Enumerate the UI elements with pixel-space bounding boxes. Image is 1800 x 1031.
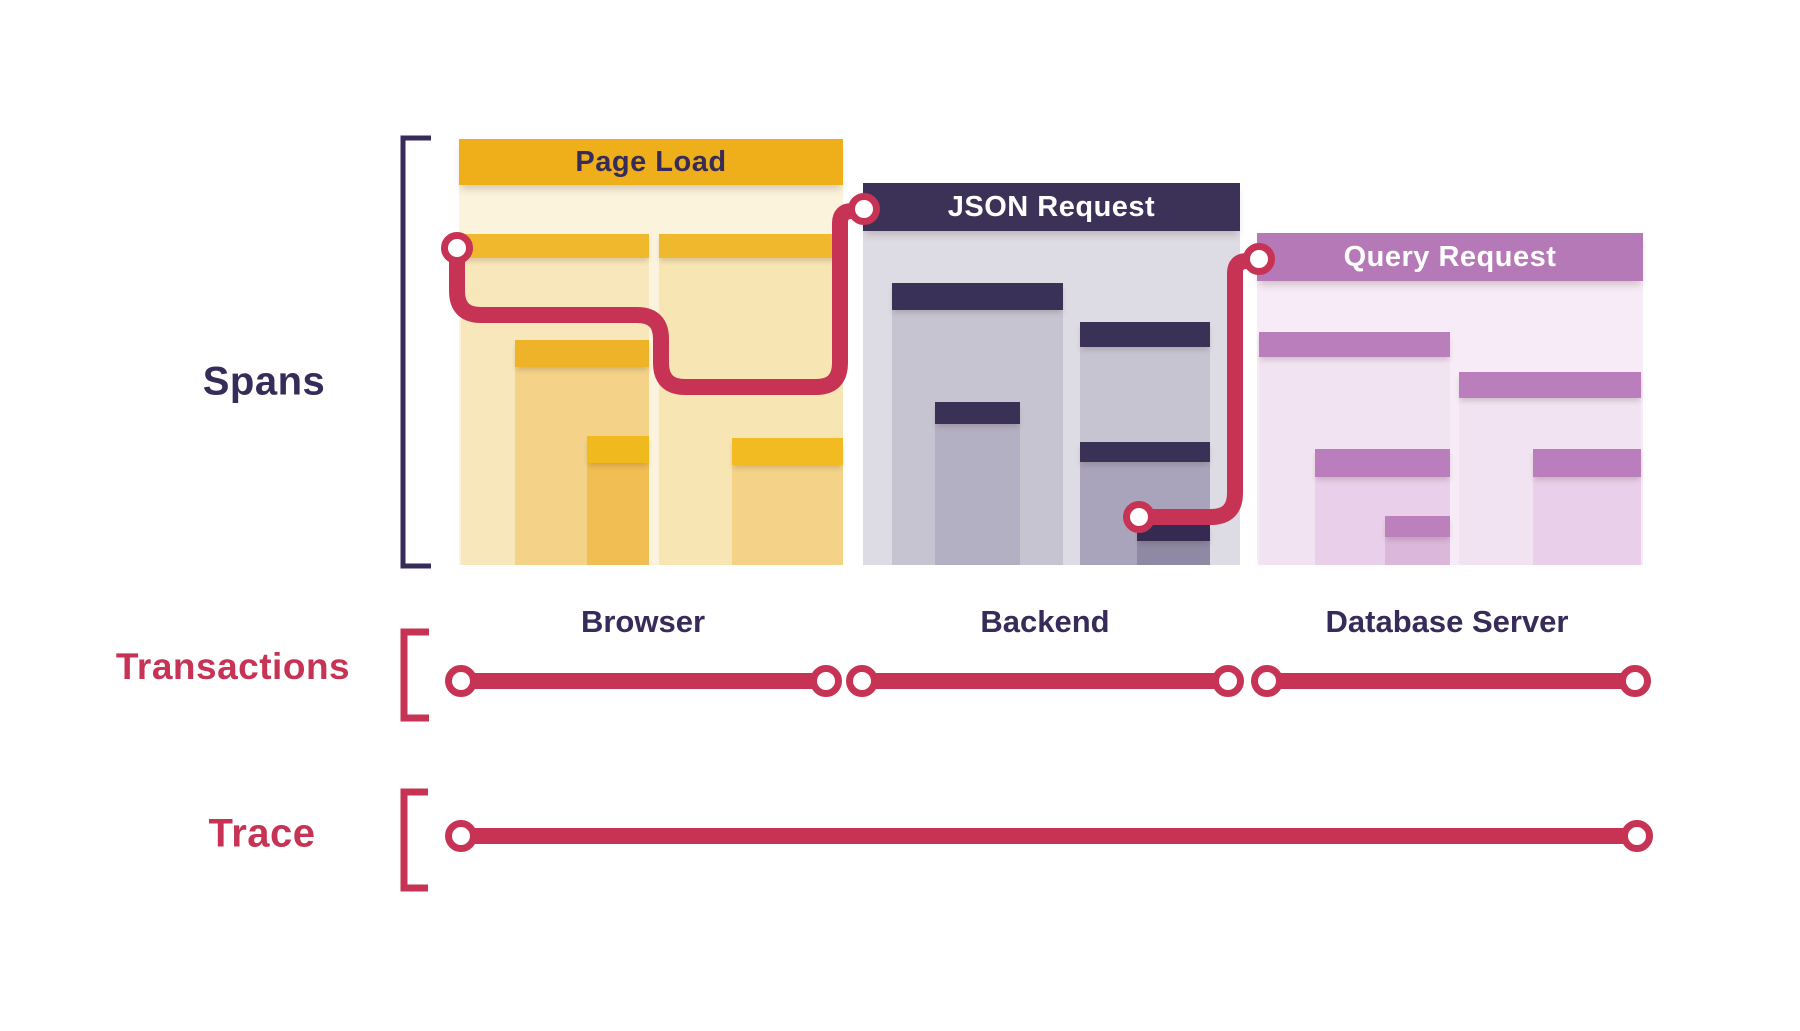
span-header: [515, 340, 649, 367]
span-bar-database-server-5: [1533, 449, 1641, 565]
trace-label: Trace: [208, 811, 316, 856]
service-label-browser: Browser: [580, 604, 706, 639]
span-body: [1533, 477, 1641, 565]
transaction-start-node-database-server: [1251, 665, 1283, 697]
span-header: [1533, 449, 1641, 477]
transaction-start-node-backend: [846, 665, 878, 697]
panel-header-page-load: Page Load: [459, 139, 843, 185]
panel-header-json-request: JSON Request: [863, 183, 1240, 231]
panel-query-request: Query Request: [1257, 233, 1643, 565]
span-bar-database-server-3: [1385, 516, 1450, 565]
span-header: [461, 234, 649, 258]
transaction-start-node-browser: [445, 665, 477, 697]
span-header: [732, 438, 843, 465]
span-header: [1080, 322, 1210, 347]
span-header: [659, 234, 843, 258]
transaction-end-node-browser: [810, 665, 842, 697]
span-body: [587, 463, 649, 565]
span-header: [587, 436, 649, 463]
span-header: [935, 402, 1020, 424]
trace-bracket: [400, 788, 428, 892]
span-header: [1137, 525, 1210, 541]
span-bar-backend-5: [1137, 525, 1210, 565]
span-bar-browser-5: [732, 438, 843, 565]
panel-header-query-request: Query Request: [1257, 233, 1643, 281]
span-header: [1315, 449, 1450, 477]
transactions-label: Transactions: [115, 646, 351, 687]
span-header: [1385, 516, 1450, 537]
span-body: [1385, 537, 1450, 565]
spans-label: Spans: [202, 359, 326, 404]
transaction-end-node-database-server: [1619, 665, 1651, 697]
span-body: [1137, 541, 1210, 565]
service-label-database-server: Database Server: [1325, 604, 1569, 639]
span-header: [892, 283, 1063, 310]
span-bar-backend-2: [935, 402, 1020, 565]
span-body: [935, 424, 1020, 565]
span-body: [732, 465, 843, 565]
trace-start-node: [445, 820, 477, 852]
panel-page-load: Page Load: [459, 139, 843, 565]
transactions-bracket: [400, 628, 429, 722]
span-header: [1080, 442, 1210, 462]
spans-bracket: [400, 135, 431, 569]
span-bar-browser-3: [587, 436, 649, 565]
service-label-backend: Backend: [980, 604, 1110, 639]
span-header: [1259, 332, 1450, 357]
panel-json-request: JSON Request: [863, 183, 1240, 565]
span-header: [1459, 372, 1641, 398]
transaction-end-node-backend: [1212, 665, 1244, 697]
trace-end-node: [1621, 820, 1653, 852]
